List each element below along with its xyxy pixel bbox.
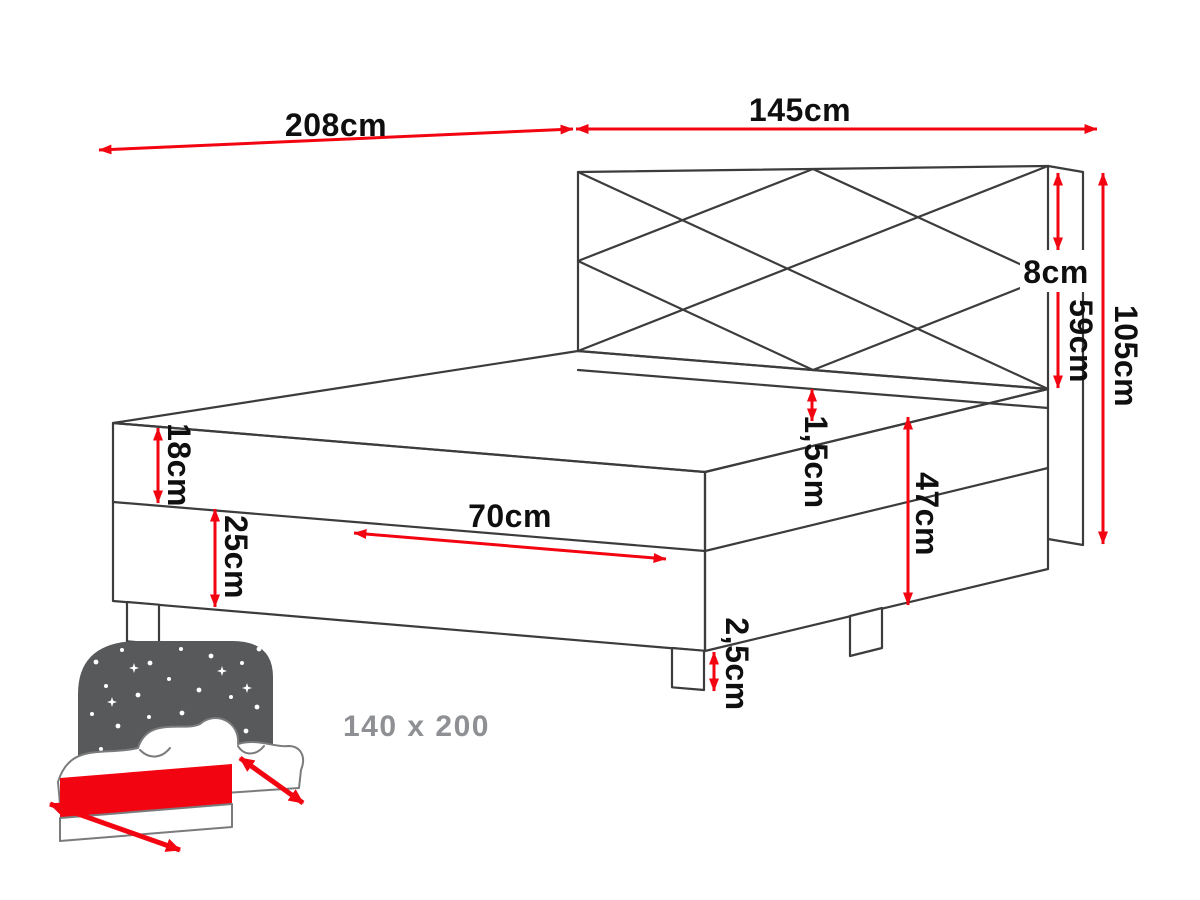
dim-label-1-5: 1,5cm [798, 415, 834, 508]
dimension-lines [98, 124, 1108, 692]
dim-label-59: 59cm [1063, 299, 1099, 383]
headboard-diamond-pattern [576, 167, 1050, 372]
dim-line-208 [98, 124, 574, 155]
label-backplate-8 [1020, 250, 1092, 292]
bed-outline-drawing [111, 164, 1085, 692]
right-mattress-base-seam [703, 466, 1050, 553]
dim-label-105: 105cm [1108, 305, 1144, 407]
leg-right-side [848, 606, 884, 658]
dim-label-70: 70cm [468, 498, 552, 534]
dimension-labels: 208cm 145cm 8cm 59cm 105cm 1,5cm 18cm 25… [161, 92, 1144, 711]
bed-size-icon [49, 641, 305, 853]
dim-label-8: 8cm [1023, 254, 1089, 290]
dim-label-145: 145cm [749, 92, 851, 128]
bed-right-face [703, 387, 1050, 653]
dim-label-208: 208cm [285, 107, 387, 143]
dim-label-2-5: 2,5cm [719, 617, 755, 710]
dim-line-70 [353, 529, 667, 563]
headboard-cross-pattern [576, 164, 1050, 391]
front-mattress-base-seam [111, 500, 707, 553]
icon-duvet-fold-left [139, 747, 171, 758]
leg-front-right [670, 646, 706, 692]
leg-front-left [125, 600, 161, 646]
headboard-side-panel [1046, 164, 1085, 547]
size-label: 140 x 200 [343, 710, 490, 743]
icon-duvet-fold-right [237, 745, 265, 755]
icon-width-arrow [238, 755, 305, 806]
dim-label-25: 25cm [218, 515, 254, 599]
dim-label-47: 47cm [909, 472, 945, 556]
icon-length-arrow [49, 801, 181, 853]
dim-label-18: 18cm [161, 423, 197, 507]
